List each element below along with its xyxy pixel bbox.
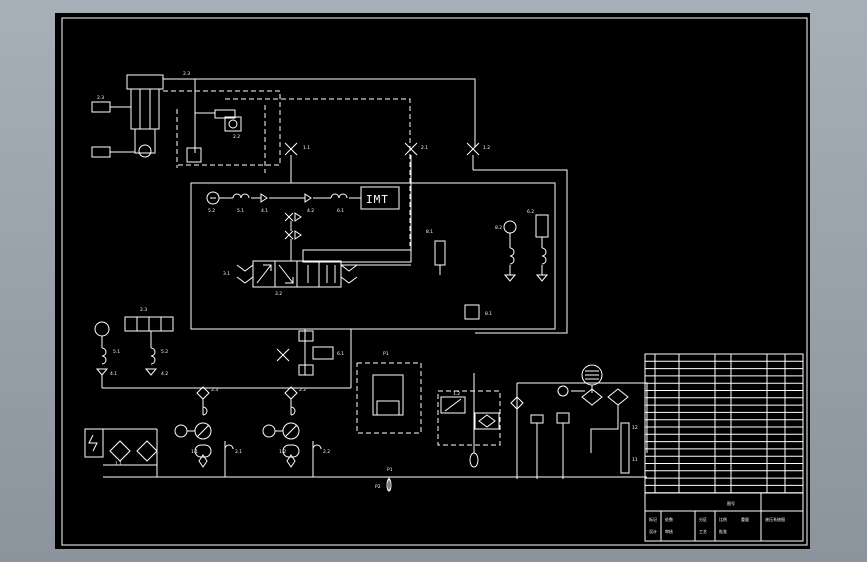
svg-text:5.1: 5.1	[237, 208, 244, 214]
svg-text:液压系统图: 液压系统图	[765, 516, 785, 522]
limit-switch-1	[91, 101, 111, 113]
svg-text:重量: 重量	[741, 516, 749, 522]
imt-label: IMT	[366, 193, 389, 206]
svg-text:4.2: 4.2	[307, 208, 314, 214]
bottom-left-pump-group: 1.1	[84, 428, 158, 477]
svg-text:2.1: 2.1	[421, 145, 428, 151]
svg-text:3.1: 3.1	[223, 271, 230, 277]
imt-display	[360, 186, 400, 210]
label-s1: 2.3	[97, 95, 104, 101]
svg-text:6.1: 6.1	[337, 208, 344, 214]
svg-text:1.1: 1.1	[115, 461, 122, 467]
svg-text:1.1: 1.1	[303, 145, 310, 151]
svg-text:8.2: 8.2	[495, 225, 502, 231]
svg-text:2.3: 2.3	[183, 71, 190, 77]
check-valve-row-top: 1.1 2.1 1.2	[284, 142, 490, 156]
svg-text:1.2: 1.2	[279, 449, 286, 455]
svg-text:8.1: 8.1	[426, 229, 433, 235]
svg-text:6.1: 6.1	[337, 351, 344, 357]
svg-text:4.1: 4.1	[110, 371, 117, 377]
check-valve-stack	[284, 212, 302, 261]
dashed-line-2	[163, 90, 281, 166]
pressure-switch	[434, 240, 446, 266]
drawing-canvas: 2.3 2.3 2.2 1.1 2.1 1.2 I	[55, 13, 810, 549]
svg-text:1.2: 1.2	[483, 145, 490, 151]
svg-text:11: 11	[632, 457, 638, 463]
svg-text:设计: 设计	[649, 528, 657, 534]
svg-text:5.1: 5.1	[113, 349, 120, 355]
left-valve-manifold: 2.3 5.1 5.2 4.1 4.2	[94, 307, 174, 377]
svg-text:P2: P2	[375, 484, 381, 490]
control-box	[190, 182, 556, 330]
center-valve-block: 6.1	[276, 329, 344, 376]
svg-text:2.3: 2.3	[140, 307, 147, 313]
directional-valve: 3.1 3.2	[223, 249, 412, 297]
svg-text:批准: 批准	[719, 528, 727, 534]
svg-text:P1: P1	[383, 351, 389, 357]
svg-text:6.2: 6.2	[527, 209, 534, 215]
pressure-line-row: IMT 5.2 5.1 4.1 4.2 6.1	[206, 186, 400, 214]
svg-text:4.2: 4.2	[161, 371, 168, 377]
cylinder-group: 2.3	[91, 74, 164, 158]
svg-text:标记: 标记	[649, 516, 657, 522]
svg-text:1.1: 1.1	[191, 449, 198, 455]
pipe-top	[163, 78, 476, 147]
svg-text:处数: 处数	[665, 516, 673, 522]
svg-text:工艺: 工艺	[699, 529, 707, 534]
svg-text:5.2: 5.2	[208, 208, 215, 214]
svg-text:12: 12	[632, 425, 638, 431]
svg-text:2.1: 2.1	[235, 449, 242, 455]
pump-group-1: 2.3 1.1 2.1	[174, 386, 242, 477]
tank-group: 12 11	[510, 364, 648, 479]
svg-text:比例: 比例	[719, 516, 727, 522]
svg-text:2.2: 2.2	[299, 387, 306, 393]
svg-text:2.2: 2.2	[323, 449, 330, 455]
limit-switch-2	[91, 146, 111, 158]
svg-text:图号: 图号	[727, 500, 735, 506]
svg-text:3.2: 3.2	[275, 291, 282, 297]
pilot-valve	[224, 116, 242, 132]
svg-text:审核: 审核	[665, 528, 673, 534]
drawing-frame	[61, 17, 808, 546]
filter-unit: 1.2	[437, 373, 501, 468]
valve-block-2	[186, 147, 202, 163]
svg-text:2.3: 2.3	[211, 387, 218, 393]
svg-text:P1: P1	[387, 467, 393, 473]
dashed-module	[356, 362, 422, 434]
svg-text:8.1: 8.1	[485, 311, 492, 317]
hydraulic-schematic: 2.3 2.3 2.2 1.1 2.1 1.2 I	[61, 17, 808, 546]
svg-text:4.1: 4.1	[261, 208, 268, 214]
right-gauge-column: 8.2 6.2	[495, 209, 549, 282]
svg-text:1.2: 1.2	[453, 391, 460, 397]
dashed-line-1	[225, 98, 411, 246]
pump-group-2: 2.2 1.2 2.2	[262, 386, 330, 477]
svg-text:5.2: 5.2	[161, 349, 168, 355]
title-block: 图号 液压系统图 标记 处数 分区 设计 审核 工艺 批准 比例 重量	[644, 353, 804, 542]
svg-text:分区: 分区	[699, 516, 707, 522]
relief-valve	[464, 304, 480, 320]
svg-text:2.2: 2.2	[233, 134, 240, 140]
